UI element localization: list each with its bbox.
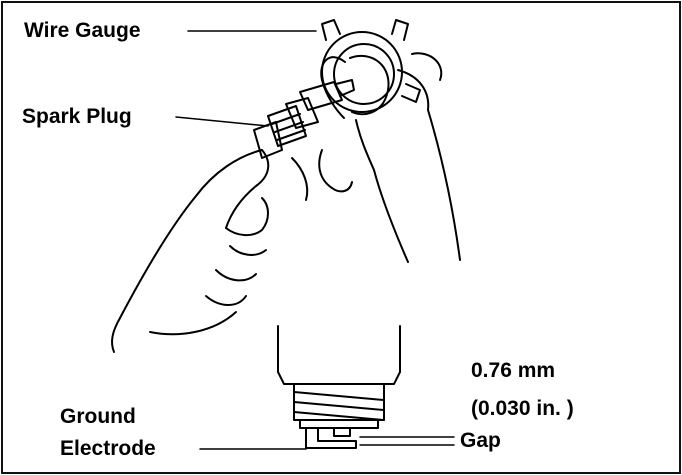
spark-plug-detail <box>277 325 455 449</box>
gap-marker <box>359 436 455 446</box>
spark-plug-held <box>253 79 355 159</box>
leader-lines <box>175 30 317 450</box>
gap-spec-in-label: (0.030 in. ) <box>471 397 574 420</box>
center-electrode <box>333 427 351 437</box>
gap-spec-mm-label: 0.76 mm <box>471 359 556 382</box>
gap-label: Gap <box>460 429 501 452</box>
ground-electrode-label-line1: Ground <box>60 405 136 428</box>
wire-gauge-tool <box>321 19 421 113</box>
spark-plug-leader <box>175 116 269 127</box>
spark-plug-label: Spark Plug <box>22 105 132 128</box>
ground-electrode <box>305 427 357 449</box>
left-hand <box>111 149 309 353</box>
ground-electrode-label-line2: Electrode <box>60 437 156 460</box>
wire-gauge-label: Wire Gauge <box>24 19 141 42</box>
right-hand <box>318 52 461 263</box>
